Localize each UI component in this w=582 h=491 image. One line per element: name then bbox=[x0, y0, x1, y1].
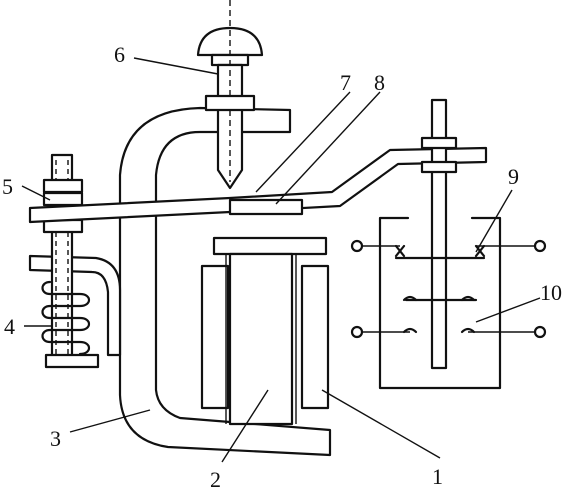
yoke-frame bbox=[118, 106, 332, 457]
label-1: 1 bbox=[432, 464, 443, 489]
non-magnetic-shim bbox=[228, 198, 304, 216]
iron-core bbox=[212, 236, 328, 426]
spring-bracket bbox=[28, 254, 122, 357]
label-2: 2 bbox=[210, 467, 221, 491]
label-7: 7 bbox=[340, 70, 351, 95]
contact-block bbox=[350, 98, 547, 390]
label-10: 10 bbox=[540, 280, 562, 305]
part-labels: 1 2 3 4 5 6 7 8 9 10 bbox=[2, 42, 562, 491]
label-6: 6 bbox=[114, 42, 125, 67]
armature-nut bbox=[42, 191, 84, 207]
spring-coil bbox=[41, 280, 91, 356]
label-5: 5 bbox=[2, 174, 13, 199]
leader-lines bbox=[21, 57, 541, 463]
label-8: 8 bbox=[374, 70, 385, 95]
coil bbox=[200, 264, 330, 410]
label-9: 9 bbox=[508, 164, 519, 189]
label-3: 3 bbox=[50, 426, 61, 451]
label-4: 4 bbox=[4, 314, 15, 339]
armature bbox=[28, 146, 488, 224]
adjusting-screw bbox=[196, 0, 264, 190]
